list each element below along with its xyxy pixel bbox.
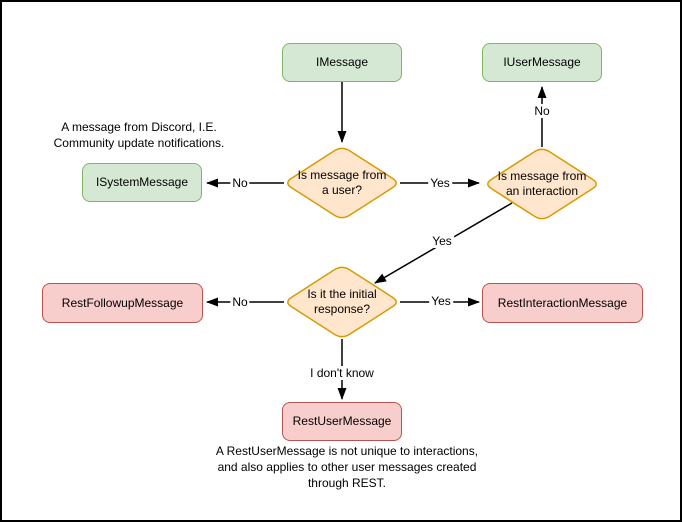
node-isystemmessage: ISystemMessage <box>82 163 202 202</box>
edge-label-yes-interaction: Yes <box>428 176 452 190</box>
node-restusermessage: RestUserMessage <box>282 402 402 441</box>
node-imessage: IMessage <box>282 43 402 82</box>
decision-user-diamond <box>287 147 397 219</box>
system-message-note: A message from Discord, I.E. Community u… <box>53 120 225 150</box>
edge-label-no-usermessage: No <box>532 104 552 118</box>
decision-interaction-diamond <box>487 148 597 220</box>
edge-label-yes-interactionmsg: Yes <box>429 294 453 308</box>
edge-label-no-system: No <box>230 176 250 190</box>
node-restfollowupmessage: RestFollowupMessage <box>42 283 203 323</box>
decision-initial-diamond <box>287 266 397 338</box>
edge-label-no-followup: No <box>230 295 250 309</box>
edge-label-idontknow: I don't know <box>308 366 376 380</box>
node-iusermessage: IUserMessage <box>482 43 602 82</box>
edge-label-yes-initial: Yes <box>430 234 454 248</box>
node-restinteractionmessage: RestInteractionMessage <box>482 283 643 323</box>
decision-interaction-label: Is message from an interaction <box>497 169 587 198</box>
decision-initial-label: Is it the initial response? <box>307 287 377 316</box>
decision-user-label: Is message from a user? <box>297 168 387 197</box>
restusermessage-note: A RestUserMessage is not unique to inter… <box>215 444 479 490</box>
